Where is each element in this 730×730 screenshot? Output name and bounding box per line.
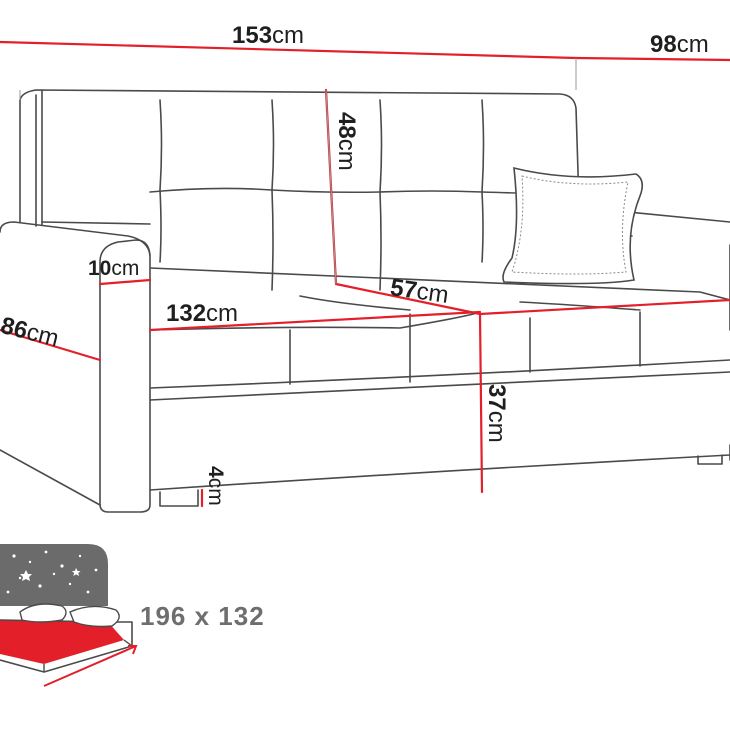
value-seat-depth: 57 xyxy=(388,274,419,305)
dim-line-seat-height xyxy=(478,312,484,494)
label-seat-width: 132cm xyxy=(166,302,238,326)
seat-top-stitch xyxy=(299,295,641,311)
backrest-vertical-stitch-1 xyxy=(159,99,163,263)
unit-armrest-width: cm xyxy=(111,257,140,280)
pillow-icon xyxy=(502,166,644,285)
value-seat-height: 37 xyxy=(483,384,510,411)
value-leg-height: 4 xyxy=(204,466,227,478)
backrest-vertical-stitch-4 xyxy=(481,99,485,263)
bed-dim-arrow xyxy=(128,645,138,655)
sleeping-bed-icon xyxy=(0,544,138,687)
seat-back-line xyxy=(149,267,730,301)
unit-seat-width: cm xyxy=(206,300,239,327)
value-seat-width: 132 xyxy=(166,300,207,327)
unit-seat-depth: cm xyxy=(414,277,451,309)
backrest-vertical-stitch-3 xyxy=(379,99,383,291)
unit-leg-height: cm xyxy=(204,477,227,506)
dim-line-total-width xyxy=(0,40,578,60)
label-leg-height: 4cm xyxy=(204,466,227,506)
bed-size-label: 196 x 132 xyxy=(140,601,265,631)
label-total-width: 153cm xyxy=(232,24,304,48)
dim-line-seat-depth xyxy=(334,282,482,316)
dim-line-total-depth xyxy=(574,56,730,62)
value-back-height: 48 xyxy=(333,112,360,139)
dim-line-seat-width xyxy=(148,310,482,332)
bed-pillow-1 xyxy=(19,603,67,623)
unit-total-width: cm xyxy=(272,22,305,49)
unit-total-depth: cm xyxy=(676,31,709,58)
seat-cushion-line-1 xyxy=(149,311,481,331)
backrest-horizontal-stitch xyxy=(149,187,541,195)
label-back-height: 48cm xyxy=(333,112,360,171)
left-armrest-top xyxy=(0,221,151,256)
guide-lines xyxy=(19,58,577,285)
seat-front-edge xyxy=(149,359,730,389)
pillow-seam xyxy=(511,175,629,275)
value-total-width: 153 xyxy=(232,22,273,49)
unit-seat-height: cm xyxy=(483,410,510,443)
backrest-outline xyxy=(19,89,581,237)
rear-leg xyxy=(697,454,723,465)
stars-icon xyxy=(6,550,98,594)
sofa-drawing-icon xyxy=(0,89,730,513)
unit-back-height: cm xyxy=(333,138,360,171)
base-bottom-line xyxy=(149,454,730,491)
value-armrest-width: 10 xyxy=(88,257,112,280)
backrest-lower-line xyxy=(41,221,151,225)
bed-pillow-2 xyxy=(69,605,120,628)
dim-line-armrest-width xyxy=(98,278,152,286)
label-seat-height: 37cm xyxy=(483,384,510,443)
base-top-line xyxy=(149,371,730,401)
bed-dim-line xyxy=(43,645,137,687)
front-leg xyxy=(159,489,199,507)
label-armrest-width: 10cm xyxy=(88,258,139,279)
dim-line-side-height xyxy=(0,328,102,362)
dim-line-seat-front xyxy=(478,298,730,316)
left-armrest-front xyxy=(99,239,151,513)
left-armrest-side xyxy=(0,449,101,506)
mattress-fill xyxy=(0,620,124,664)
value-total-depth: 98 xyxy=(650,31,677,58)
label-total-depth: 98cm xyxy=(650,33,709,57)
backrest-vertical-stitch-2 xyxy=(271,99,275,291)
